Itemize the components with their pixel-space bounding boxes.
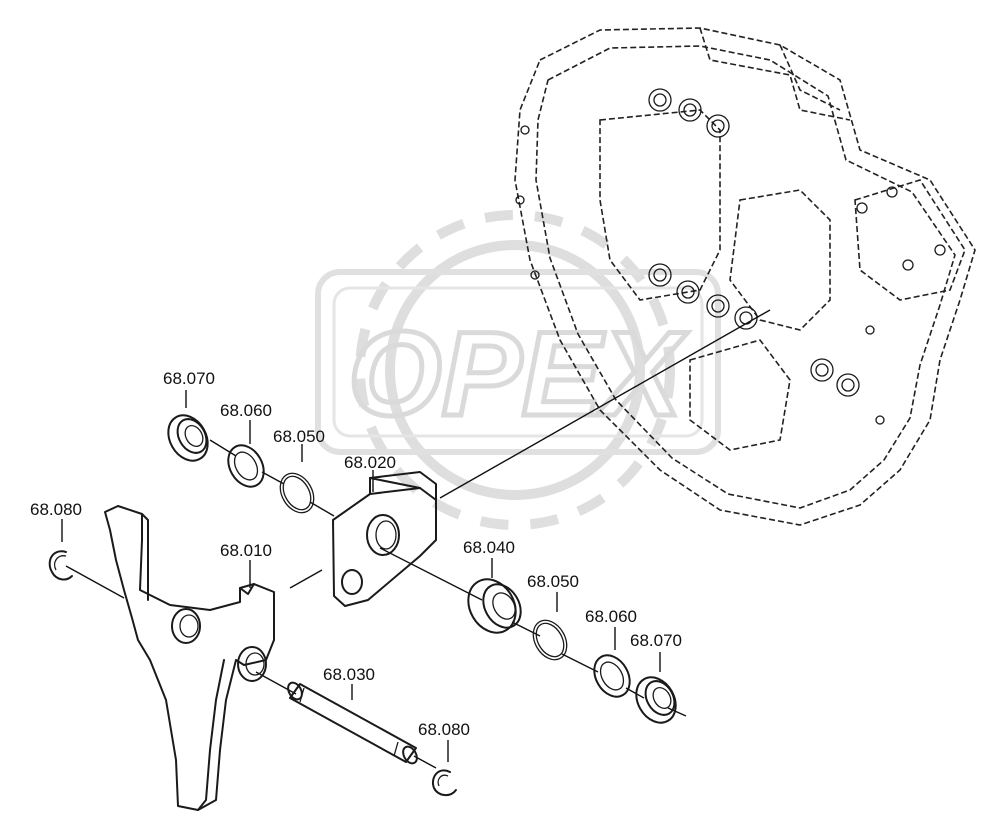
- label-68-080-left: 68.080: [30, 500, 82, 519]
- label-68-060-upper: 68.060: [220, 401, 272, 420]
- circlip-68-080-lower: [432, 769, 457, 796]
- circlip-68-050-lower: [532, 619, 568, 661]
- label-68-070-upper: 68.070: [163, 369, 215, 388]
- watermark-text: OPEX: [348, 307, 688, 441]
- label-68-050-lower: 68.050: [527, 572, 579, 591]
- clutch-housing: [514, 27, 976, 526]
- label-68-020: 68.020: [344, 453, 396, 472]
- washer-68-060-lower: [593, 654, 631, 698]
- watermark: OPEX: [315, 210, 721, 530]
- label-68-050-upper: 68.050: [273, 427, 325, 446]
- watermark-frame: [315, 269, 721, 455]
- leader-lines: [61, 309, 771, 769]
- bracket-68-020: [332, 471, 437, 607]
- label-68-030: 68.030: [323, 665, 375, 684]
- shaft-68-030: [287, 681, 418, 765]
- label-68-010: 68.010: [220, 541, 272, 560]
- part-labels: 68.070 68.060 68.050 68.020 68.080 68.01…: [30, 369, 682, 739]
- label-68-060-lower: 68.060: [585, 607, 637, 626]
- circlip-68-080-left: [48, 550, 73, 581]
- seal-68-070-lower: [635, 676, 677, 724]
- fork-lever-68-010: [104, 505, 275, 811]
- label-68-040: 68.040: [463, 538, 515, 557]
- bearing-68-040: [467, 578, 522, 634]
- label-68-080-lower: 68.080: [418, 720, 470, 739]
- washer-68-060-upper: [227, 444, 265, 488]
- watermark-gear: [355, 210, 675, 530]
- label-68-070-lower: 68.070: [630, 631, 682, 650]
- housing-bolts: [515, 88, 946, 425]
- seal-68-070-upper: [167, 414, 209, 462]
- circlip-68-050-upper: [279, 472, 315, 514]
